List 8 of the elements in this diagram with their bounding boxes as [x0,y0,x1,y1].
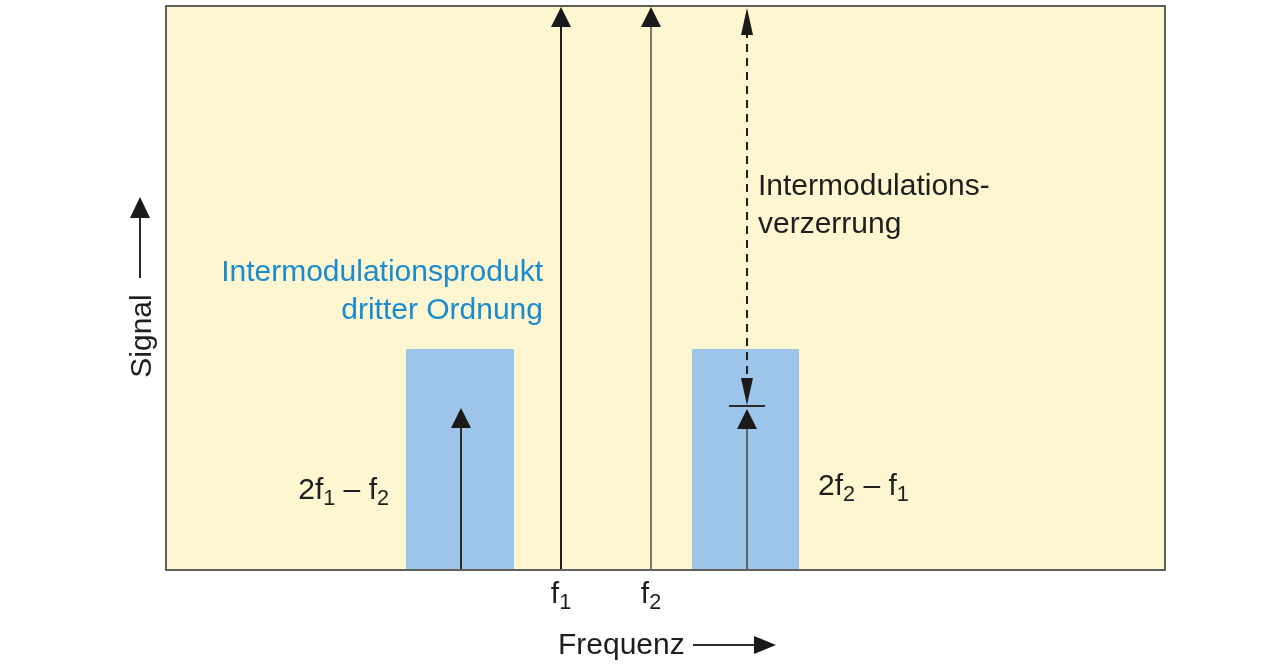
annotation-text: Intermodulationsprodukt dritter Ordnung [220,253,543,327]
formula-label: 2f$_{2}$ – f$_{1}$ [818,467,909,504]
axis-title: Frequenz [558,626,685,662]
tick-label: f$_{1}$ [550,575,572,612]
tick-label: f$_{2}$ [640,575,662,612]
axis-title: Signal [123,294,158,378]
annotation-text: Intermodulations- verzerrung [758,167,990,241]
formula-label: 2f$_{1}$ – f$_{2}$ [298,471,389,508]
